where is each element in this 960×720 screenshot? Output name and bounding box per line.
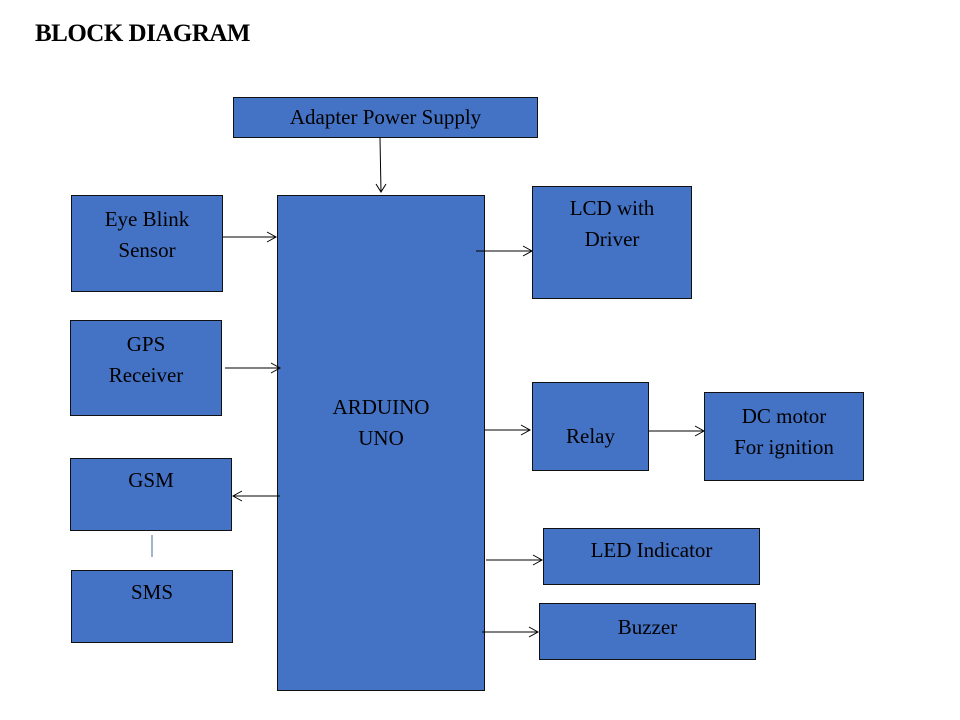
- block-label: SMS: [130, 580, 174, 604]
- relay-block: Relay: [532, 382, 649, 471]
- arrow-relay-to-dc-motor: [649, 425, 706, 437]
- adapter-power-supply-block: Adapter Power Supply: [233, 97, 538, 138]
- block-label: DC motor: [741, 404, 827, 428]
- block-label: LCD with: [569, 196, 655, 220]
- block-label: GSM: [128, 468, 174, 492]
- lcd-with-driver-block: LCD with Driver: [532, 186, 692, 299]
- block-label: Buzzer: [617, 615, 678, 639]
- arrow-arduino-to-buzzer: [482, 626, 540, 638]
- gsm-block: GSM: [70, 458, 232, 531]
- sms-block: SMS: [71, 570, 233, 643]
- eye-blink-sensor-block: Eye Blink Sensor: [71, 195, 223, 292]
- buzzer-block: Buzzer: [539, 603, 756, 660]
- arrow-arduino-to-gsm: [231, 490, 280, 502]
- arrow-arduino-to-relay: [485, 424, 532, 436]
- arrow-gps-to-arduino: [225, 362, 282, 374]
- block-label: Sensor: [118, 238, 176, 262]
- led-indicator-block: LED Indicator: [543, 528, 760, 585]
- block-label: Adapter Power Supply: [289, 105, 482, 129]
- block-label: Driver: [584, 227, 640, 251]
- block-label: Receiver: [108, 363, 184, 387]
- block-label: ARDUINO: [332, 395, 430, 419]
- block-label: GPS: [126, 332, 166, 356]
- block-label: LED Indicator: [590, 538, 713, 562]
- block-label: Eye Blink: [104, 207, 190, 231]
- arrow-arduino-to-lcd: [476, 245, 534, 257]
- gps-receiver-block: GPS Receiver: [70, 320, 222, 416]
- arrow-adapter-to-arduino: [375, 137, 387, 193]
- arduino-uno-block: ARDUINO UNO: [277, 195, 485, 691]
- diagram-title: BLOCK DIAGRAM: [35, 20, 251, 47]
- arrow-eye-blink-to-arduino: [223, 231, 278, 243]
- block-label: UNO: [358, 426, 404, 450]
- arrow-arduino-to-led: [486, 554, 544, 566]
- block-label: Relay: [566, 424, 615, 448]
- dc-motor-block: DC motor For ignition: [704, 392, 864, 481]
- block-label: For ignition: [734, 435, 834, 459]
